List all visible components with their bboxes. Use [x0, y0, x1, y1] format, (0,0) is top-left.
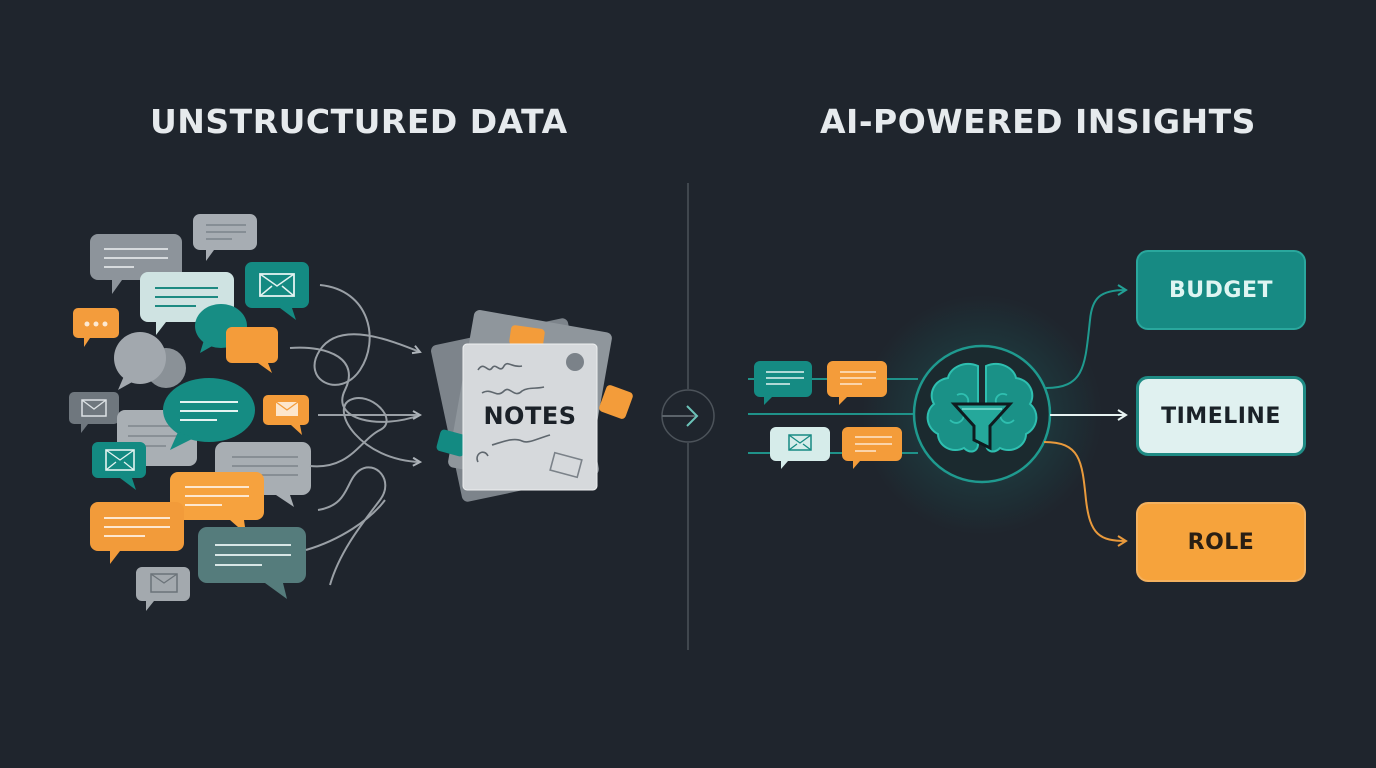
chat-lines-icon — [90, 502, 184, 564]
envelope-icon — [245, 262, 309, 320]
envelope-icon — [770, 427, 830, 469]
envelope-icon — [92, 442, 146, 490]
brain-funnel-icon — [912, 344, 1052, 484]
output-timeline: TIMELINE — [1136, 376, 1306, 456]
envelope-icon — [136, 567, 190, 611]
envelope-icon — [263, 395, 309, 435]
bubble-cluster — [69, 214, 311, 611]
chat-lines-icon — [193, 214, 257, 261]
connector-role — [1043, 441, 1128, 547]
notes-label: NOTES — [483, 402, 577, 430]
tangled-lines — [289, 284, 420, 586]
chat-lines-icon — [842, 427, 902, 469]
arrow-right-circle-icon — [661, 389, 715, 443]
chat-lines-icon — [198, 527, 306, 599]
chat-bubble-icon — [226, 327, 278, 373]
ellipsis-icon — [73, 308, 119, 347]
output-role: ROLE — [1136, 502, 1306, 582]
envelope-icon — [549, 451, 583, 479]
output-budget: BUDGET — [1136, 250, 1306, 330]
chat-lines-icon — [163, 378, 255, 450]
envelope-icon — [69, 392, 119, 433]
chat-lines-icon — [754, 361, 812, 405]
notes-stack — [431, 310, 633, 502]
heading-unstructured-data: UNSTRUCTURED DATA — [150, 102, 568, 141]
chat-round-icon — [566, 353, 584, 371]
chat-lines-icon — [170, 472, 264, 534]
chat-round-icon — [114, 332, 186, 390]
heading-ai-powered-insights: AI-POWERED INSIGHTS — [820, 102, 1256, 141]
chat-lines-icon — [827, 361, 887, 405]
connector-budget — [1045, 284, 1128, 389]
